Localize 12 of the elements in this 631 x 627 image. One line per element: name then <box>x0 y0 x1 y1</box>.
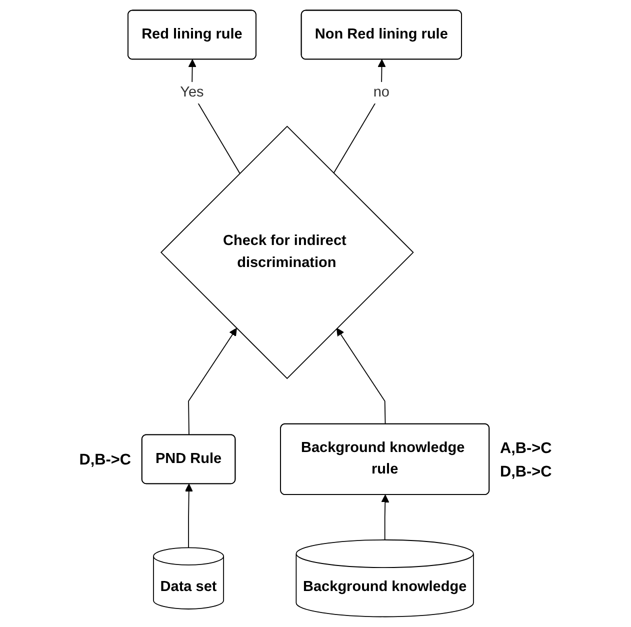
arrow <box>188 59 240 174</box>
rule-annotation: D,B->C <box>79 452 131 469</box>
rule-annotation: A,B->C <box>500 440 552 457</box>
rule-annotation: D,B->C <box>500 463 552 480</box>
arrow <box>333 59 386 174</box>
arrow <box>381 494 390 540</box>
arrow <box>188 328 237 436</box>
arrow <box>336 328 386 425</box>
node-diamond: Check for indirect discrimination <box>160 126 414 380</box>
edge-label: Yes <box>180 84 204 100</box>
edge-label: no <box>373 84 390 100</box>
arrow <box>184 484 193 548</box>
